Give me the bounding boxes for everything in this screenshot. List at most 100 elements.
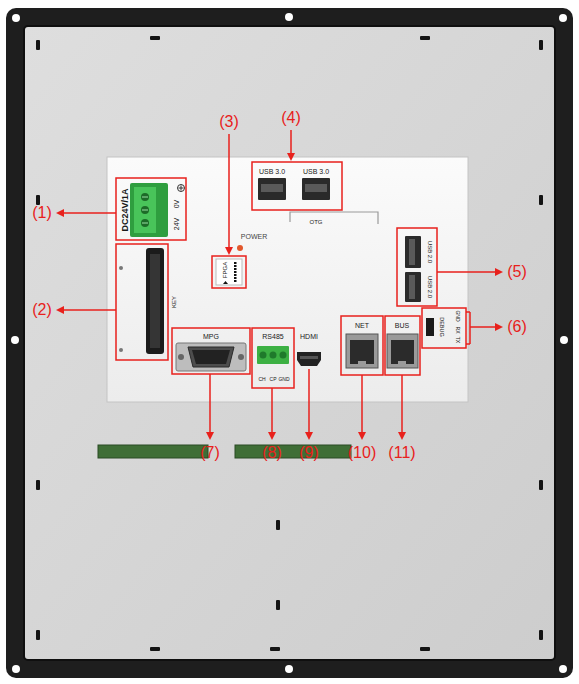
power-terminal-part: [134, 187, 156, 233]
pin-label: RX: [455, 327, 460, 334]
power-terminal-part: [130, 183, 168, 237]
leader-arrow-part: [287, 153, 295, 161]
leader-arrow-part: [401, 375, 403, 434]
indicator-label: POWER: [241, 233, 267, 240]
leader-arrow-part: [271, 388, 273, 434]
controller-module: [107, 157, 468, 402]
leader-arrow-part: [469, 312, 471, 344]
usb2-port-part: [409, 239, 415, 265]
leader-arrow-part: [62, 309, 116, 311]
mpg-connector-part: [238, 354, 244, 360]
rs485-terminal-part: [280, 352, 287, 359]
power-terminal-part: [141, 219, 149, 227]
leader-arrow-part: [290, 130, 292, 155]
port-label: MPG: [203, 333, 219, 340]
leader-arrow-part: [228, 134, 230, 249]
usb3-port: [258, 178, 330, 200]
fpga-header: [216, 259, 242, 285]
fpga-header-part: [234, 262, 237, 264]
housing-frame-part: [24, 26, 555, 660]
leader-arrow-part: [308, 369, 310, 434]
port-label: RS485: [262, 333, 283, 340]
mounting-slot-part: [276, 600, 280, 610]
rj45-port-part: [387, 334, 418, 368]
usb2-port-part: [405, 236, 421, 268]
leader-arrow-part: [305, 432, 313, 440]
housing-frame-part: [6, 8, 573, 678]
power-terminal-part: [142, 223, 148, 224]
leader-arrow-part: [495, 323, 503, 331]
callout-number: (5): [507, 264, 527, 280]
mounting-slot-part: [36, 480, 40, 490]
mounting-slot-part: [539, 40, 543, 50]
hdmi-port-part: [300, 356, 318, 359]
highlight-box-part: [341, 316, 383, 375]
rs485-terminal-part: [260, 352, 267, 359]
housing-frame: [6, 8, 573, 678]
rj45-port: [346, 334, 418, 368]
key-card-slot-part: [119, 348, 123, 352]
mounting-slot-part: [539, 630, 543, 640]
leader-arrow-part: [398, 432, 406, 440]
green-board-edge-part: [235, 445, 351, 458]
rs485-terminal-part: [270, 352, 277, 359]
highlight-box: [116, 162, 466, 388]
port-label: NET: [355, 322, 369, 329]
mounting-slot-part: [150, 647, 160, 651]
leader-arrow-part: [358, 432, 366, 440]
power-terminal-part: [141, 206, 149, 214]
power-led-part: [237, 245, 243, 251]
housing-frame-part: [12, 665, 20, 673]
mounting-slot-part: [36, 630, 40, 640]
usb2-port-part: [405, 272, 421, 302]
rj45-port-part: [350, 340, 374, 364]
key-card-slot-part: [146, 248, 164, 354]
housing-frame-part: [560, 336, 568, 344]
highlight-box-part: [252, 162, 342, 210]
callout-number: (10): [348, 445, 376, 461]
mounting-slot-part: [150, 36, 160, 40]
leader-arrow-part: [437, 271, 497, 273]
port-label: HDMI: [300, 333, 318, 340]
port-label: USB 2.0: [427, 241, 433, 263]
hdmi-port-part: [297, 352, 321, 366]
leader-arrow-part: [56, 209, 64, 217]
leader-arrow-part: [209, 374, 211, 434]
mpg-connector: [176, 343, 246, 371]
leader-arrow-part: [62, 212, 116, 214]
highlight-box-part: [252, 328, 294, 388]
mounting-slot: [36, 36, 543, 651]
pin-label: TX: [455, 337, 460, 343]
port-label: OTG: [310, 219, 323, 225]
leader-arrow-part: [225, 247, 233, 255]
leader-arrow-part: [361, 375, 363, 434]
highlight-box-part: [116, 178, 186, 240]
usb3-port-part: [261, 184, 283, 192]
rj45-port-part: [346, 334, 378, 368]
callout-number: (8): [262, 445, 282, 461]
mounting-slot-part: [270, 647, 280, 651]
leader-arrow-part: [56, 306, 64, 314]
pin-label: 24V: [173, 218, 180, 230]
leader-arrow: [56, 130, 503, 440]
power-terminal-part: [181, 186, 182, 191]
mounting-slot-part: [36, 40, 40, 50]
mounting-slot-part: [420, 36, 430, 40]
hdmi-port: [297, 352, 321, 366]
callout-number: (6): [507, 319, 527, 335]
usb3-port-part: [305, 184, 327, 192]
power-terminal-part: [142, 210, 148, 211]
power-rating-label: DC24V/1A: [121, 188, 130, 231]
power-terminal-part: [141, 193, 149, 201]
port-label: DEBUG: [438, 317, 444, 337]
fpga-header-part: [234, 280, 237, 282]
usb2-port-part: [409, 275, 415, 299]
key-card-slot-part: [150, 254, 160, 348]
highlight-box-part: [212, 256, 246, 288]
pin-label: CH: [258, 377, 265, 382]
port-label: USB 3.0: [303, 168, 329, 175]
fpga-header-part: [234, 274, 237, 276]
leader-arrow-part: [268, 432, 276, 440]
mounting-slot-part: [420, 647, 430, 651]
